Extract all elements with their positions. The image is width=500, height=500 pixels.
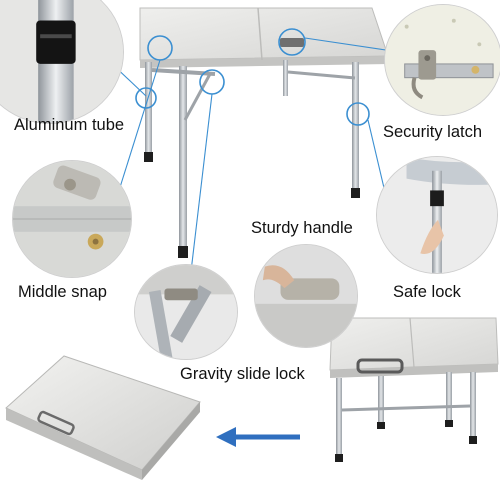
label-gravity-slide-lock: Gravity slide lock [180,365,305,383]
small-table-leg-3 [446,372,452,424]
marker-aluminum [135,87,157,109]
main-table-top-edge [140,56,388,68]
main-table-foot-1 [144,152,153,162]
small-table-foot-3 [445,420,453,427]
line-safe-lock [367,119,385,189]
arrow-left-icon [216,427,300,447]
main-table-foot-3 [351,188,360,198]
main-table-top [139,7,389,61]
small-table-handle [356,358,404,374]
main-table-latch [280,38,304,47]
detail-aluminum-tube [0,0,124,124]
small-table-brace [341,404,471,412]
small-table-top-edge [330,364,498,378]
line-gravity [189,93,213,281]
small-table-leg-4 [470,372,476,440]
marker-latch [278,28,306,56]
small-table-fold-seam [409,317,415,368]
small-table-foot-4 [469,436,477,444]
safe-lock-photo [377,157,497,273]
callout-lines [109,37,387,281]
sturdy-handle-photo [255,245,357,347]
folded-table [5,355,201,480]
label-sturdy-handle: Sturdy handle [251,219,353,237]
detail-gravity-slide-lock [134,264,238,360]
main-table-leg-mid-right [283,60,288,96]
main-table-brace-diag [183,73,212,121]
small-table-leg-2 [378,376,384,426]
main-table-brace-right [287,70,356,80]
folded-table-side-right [142,402,200,480]
small-table-leg-1 [336,378,342,458]
detail-security-latch [384,4,500,116]
detail-safe-lock [376,156,498,274]
folded-table-handle [37,410,75,436]
main-table-leg-back-right [352,62,359,197]
main-table-fold-seam [257,7,263,61]
detail-sturdy-handle [254,244,358,348]
marker-safe-lock [346,102,370,126]
folded-table-side [6,408,142,480]
security-latch-photo [385,5,500,115]
label-aluminum-tube: Aluminum tube [14,116,125,134]
detail-middle-snap [12,160,132,278]
gravity-slide-lock-photo [135,265,237,359]
main-table-leg-front-left [145,62,152,162]
main-table-leg-front-left-lower [179,66,187,256]
small-table-foot-1 [335,454,343,462]
label-middle-snap: Middle snap [18,283,107,301]
label-safe-lock: Safe lock [393,283,461,301]
label-security-latch: Security latch [383,123,483,141]
main-table [139,7,389,258]
middle-snap-photo [13,161,131,277]
main-table-foot-2 [178,246,188,258]
line-security-latch [304,37,387,51]
small-table [329,317,499,462]
small-table-foot-2 [377,422,385,429]
line-middle-snap [115,59,161,201]
